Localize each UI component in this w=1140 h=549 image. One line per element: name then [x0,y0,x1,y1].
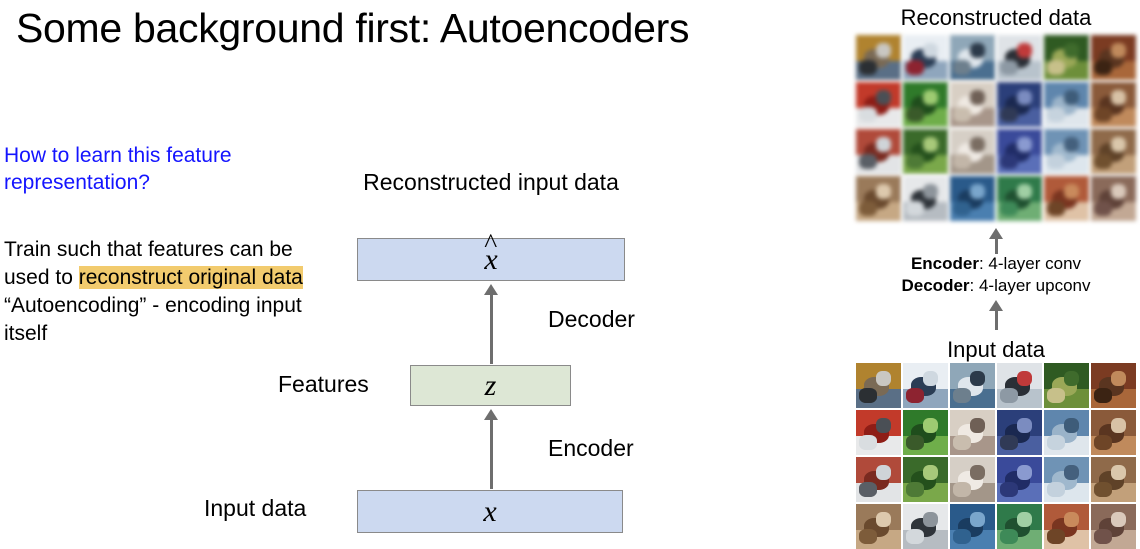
image-thumbnail [997,176,1042,221]
image-thumbnail [903,363,948,408]
highlighted-phrase: reconstruct original data [78,266,303,289]
math-symbol-x: x [483,494,497,528]
image-thumbnail [1044,82,1089,127]
decoder-bold-label: Decoder [901,276,970,295]
math-symbol-z: z [484,368,497,402]
image-thumbnail [1091,176,1136,221]
image-thumbnail [1091,363,1136,408]
image-thumbnail [903,457,948,502]
encoder-architecture-value: : 4-layer conv [978,254,1082,273]
image-thumbnail [1091,35,1136,80]
image-thumbnail [1044,35,1089,80]
image-thumbnail [856,363,901,408]
image-thumbnail [1044,504,1089,549]
decoder-arrow-icon [483,284,499,364]
math-symbol-x-hat: ^x [484,229,498,277]
image-thumbnail [950,410,995,455]
caption-reconstructed-data: Reconstructed data [900,5,1092,30]
question-text: How to learn this feature representation… [4,144,232,194]
decoder-architecture-value: : 4-layer upconv [969,276,1091,295]
body-line-1: Train such that features can be used to [4,238,293,289]
image-thumbnail [950,457,995,502]
image-thumbnail [1091,504,1136,549]
image-thumbnail [950,129,995,174]
image-thumbnail [856,129,901,174]
image-thumbnail [1091,457,1136,502]
image-thumbnail [856,410,901,455]
label-encoder: Encoder [548,435,634,461]
image-thumbnail [903,129,948,174]
image-thumbnail [997,35,1042,80]
encoder-bold-label: Encoder [910,254,979,273]
body-text: Train such that features can be used to … [4,236,309,348]
body-line-2: “Autoencoding” - encoding input itself [4,294,302,345]
image-thumbnail [997,129,1042,174]
image-thumbnail [950,504,995,549]
image-thumbnail [950,363,995,408]
image-thumbnail [997,457,1042,502]
image-thumbnail [856,457,901,502]
image-thumbnail [903,35,948,80]
encoder-architecture-line: Encoder: 4-layer conv [852,253,1140,275]
image-thumbnail [903,82,948,127]
architecture-note: Encoder: 4-layer conv Decoder: 4-layer u… [852,253,1140,297]
node-box-x: x [357,490,623,533]
autoencoder-diagram: Reconstructed input data ^x Decoder Feat… [204,169,635,533]
decoder-flow-arrow-icon [988,228,1004,254]
caption-input-data: Input data [947,337,1045,362]
x-hat-base: x [484,242,498,276]
page-title: Some background first: Autoencoders [16,5,690,51]
decoder-architecture-line: Decoder: 4-layer upconv [852,275,1140,297]
label-decoder: Decoder [548,306,635,332]
image-thumbnail [1044,176,1089,221]
label-features: Features [278,371,369,397]
image-thumbnail [1044,457,1089,502]
results-panel: Reconstructed data Encoder: 4-layer conv… [852,0,1140,549]
image-thumbnail [856,82,901,127]
node-box-z: z [410,365,571,406]
image-thumbnail [997,410,1042,455]
image-thumbnail [950,82,995,127]
image-thumbnail [997,504,1042,549]
image-thumbnail [856,504,901,549]
image-thumbnail [903,504,948,549]
image-thumbnail [1044,363,1089,408]
image-thumbnail [856,176,901,221]
image-thumbnail [1044,410,1089,455]
encoder-flow-arrow-icon [988,300,1004,330]
hat-accent: ^ [484,226,498,258]
reconstructed-image-grid [856,35,1136,221]
node-box-x-hat: ^x [357,229,625,281]
image-thumbnail [1091,410,1136,455]
input-image-grid [856,363,1136,549]
image-thumbnail [1044,129,1089,174]
image-thumbnail [1091,129,1136,174]
image-thumbnail [950,176,995,221]
image-thumbnail [950,35,995,80]
image-thumbnail [903,176,948,221]
image-thumbnail [856,35,901,80]
image-thumbnail [997,82,1042,127]
label-reconstructed-input-data: Reconstructed input data [363,169,619,195]
image-thumbnail [1091,82,1136,127]
encoder-arrow-icon [483,409,499,489]
label-input-data: Input data [204,495,307,521]
image-thumbnail [997,363,1042,408]
image-thumbnail [903,410,948,455]
